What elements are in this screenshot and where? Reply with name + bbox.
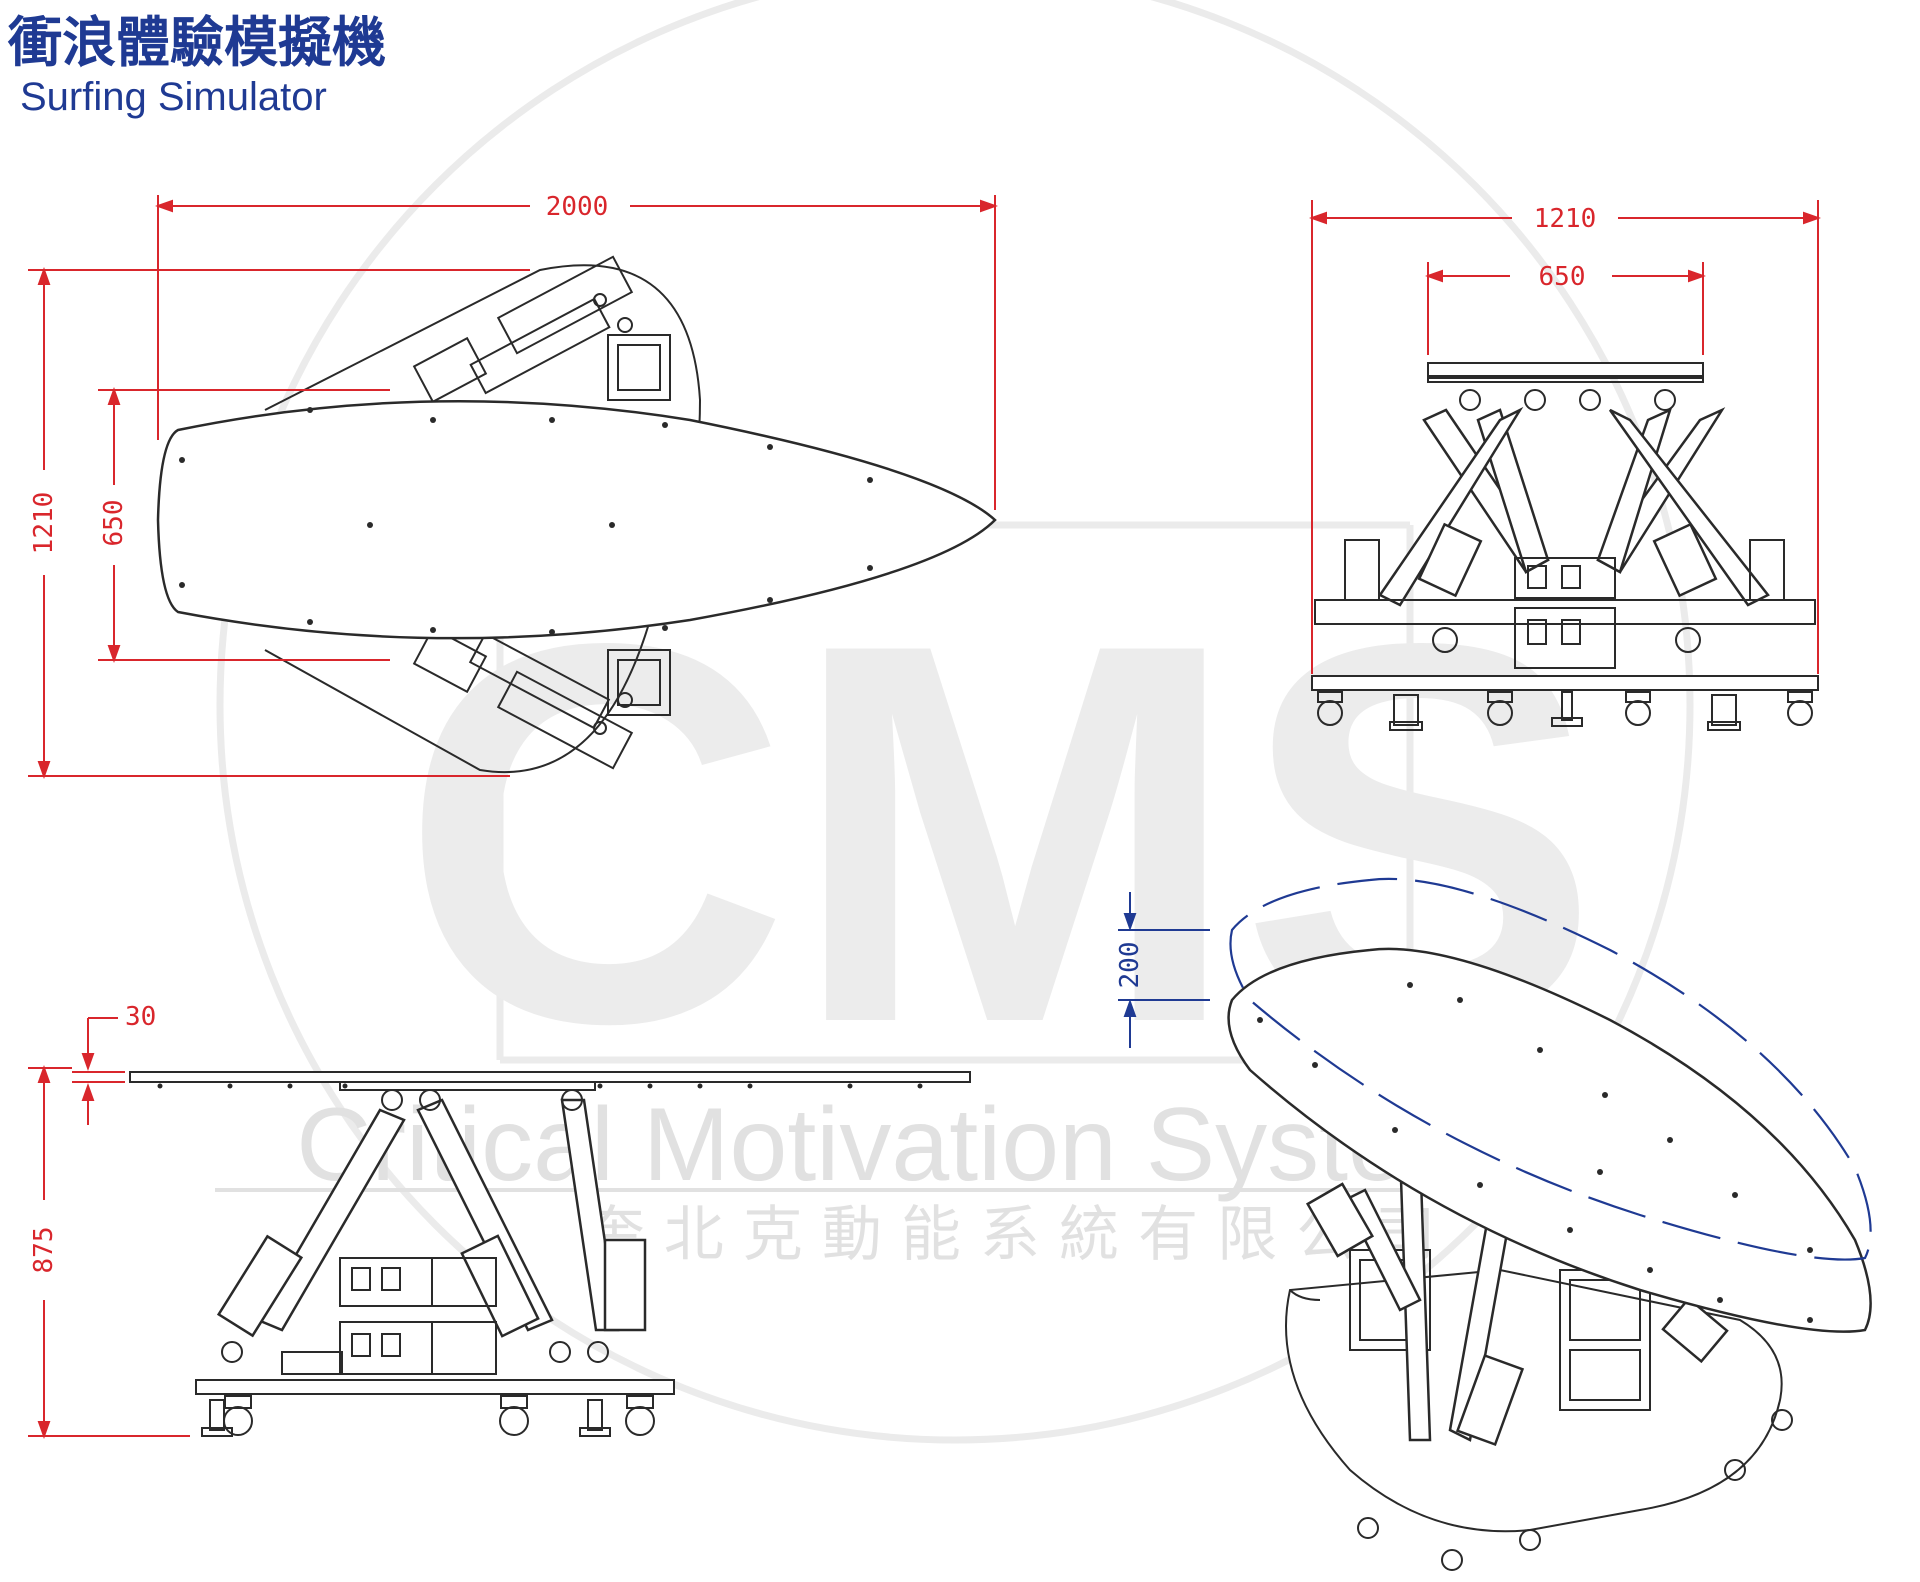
front-view-actuators [1378,406,1770,607]
top-view [156,255,997,774]
side-view-feet [201,1399,611,1437]
dim-top-platform-width: 650 [99,500,129,547]
dim-side-board-thickness: 30 [125,1002,156,1032]
title-chinese: 衝浪體驗模擬機 [8,11,386,74]
side-view-base-plate [195,1379,675,1395]
side-view-surfboard [129,1071,971,1083]
side-view [129,1071,971,1437]
front-view-motors [1314,539,1816,625]
dim-front-width: 1210 [1534,204,1597,234]
front-view-joints [1432,389,1701,653]
front-view-top-platform [1427,362,1704,379]
front-view [1311,362,1819,731]
side-view-dimensions [28,1017,190,1439]
iso-view-lift-outline [1229,877,1872,1261]
iso-view-dimensions [1118,892,1210,1048]
dim-front-platform-width: 650 [1539,262,1586,292]
front-view-control-boxes [1514,557,1616,669]
dim-side-height: 875 [29,1227,59,1274]
front-view-feet [1389,691,1741,731]
top-view-dimensions [28,195,998,779]
top-view-upper-actuators [412,255,671,404]
front-view-base-plate [1311,675,1819,691]
dim-iso-lift: 200 [1115,942,1145,989]
side-view-joints [221,1089,609,1363]
top-view-surfboard [156,399,997,640]
iso-view-board-holes [1257,982,1813,1323]
iso-view-wheels [1357,1409,1793,1571]
watermark-company-zh: 奎 北 克 動 能 系 統 有 限 公 司 [585,1200,1436,1270]
side-view-control-boxes [281,1257,497,1375]
iso-view [1227,877,1872,1571]
front-view-dimensions [1309,200,1821,674]
dim-top-length: 2000 [546,192,609,222]
title-english: Surfing Simulator [20,75,327,119]
top-view-board-holes [179,407,873,635]
side-view-board-holes [157,1083,923,1089]
dim-top-width: 1210 [29,492,59,555]
front-view-wheels [1317,691,1813,726]
side-view-actuators [216,1098,647,1338]
top-view-lower-actuators [412,626,671,770]
